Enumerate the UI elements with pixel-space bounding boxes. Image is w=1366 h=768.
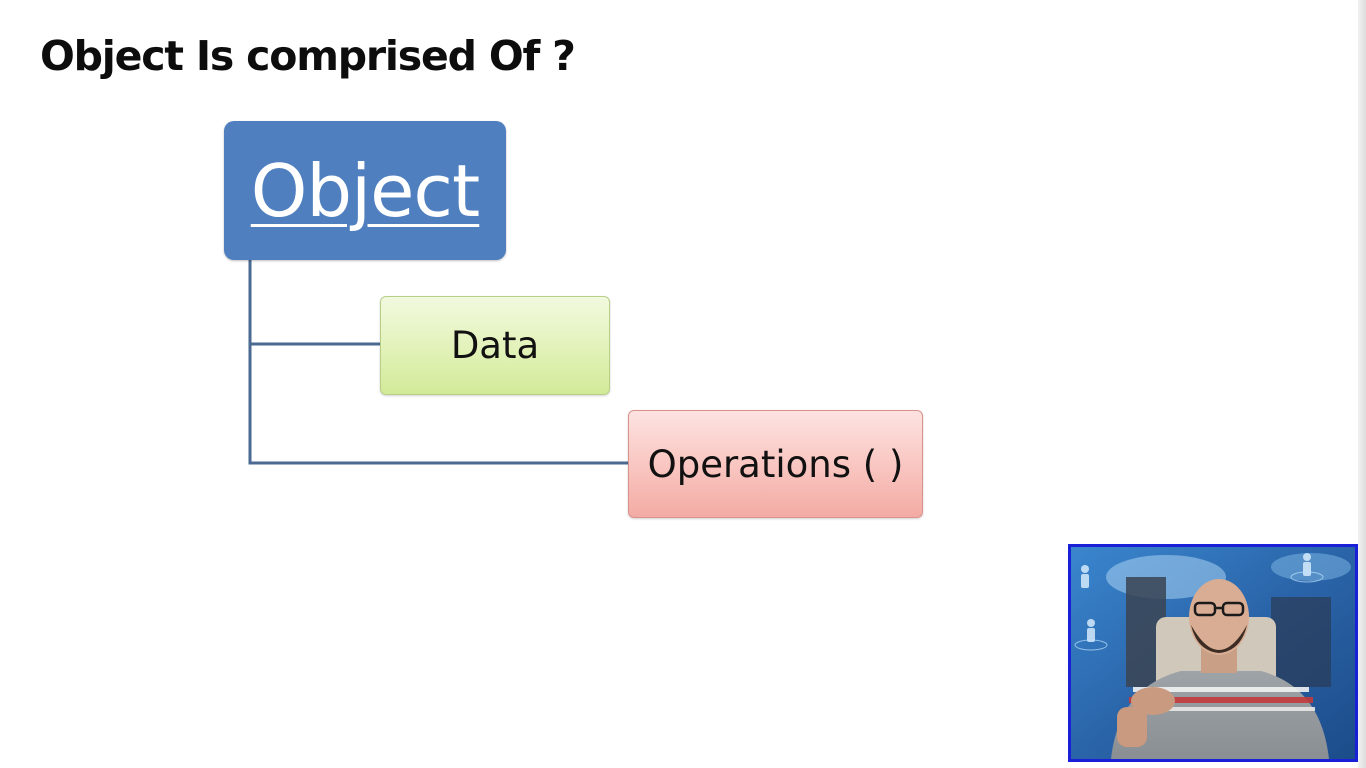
operations-node: Operations ( ) xyxy=(628,410,923,518)
connector-object-data xyxy=(248,260,380,346)
presenter-video xyxy=(1071,547,1355,759)
data-node-label: Data xyxy=(450,324,540,367)
object-node: Object xyxy=(224,121,506,260)
connector-object-operations xyxy=(248,344,628,465)
slide-title: Object Is comprised Of ? xyxy=(40,32,576,80)
object-node-label: Object xyxy=(250,148,480,233)
window-edge xyxy=(1358,0,1366,768)
operations-node-label: Operations ( ) xyxy=(647,442,904,486)
data-node: Data xyxy=(380,296,610,395)
presenter-webcam xyxy=(1068,544,1358,762)
